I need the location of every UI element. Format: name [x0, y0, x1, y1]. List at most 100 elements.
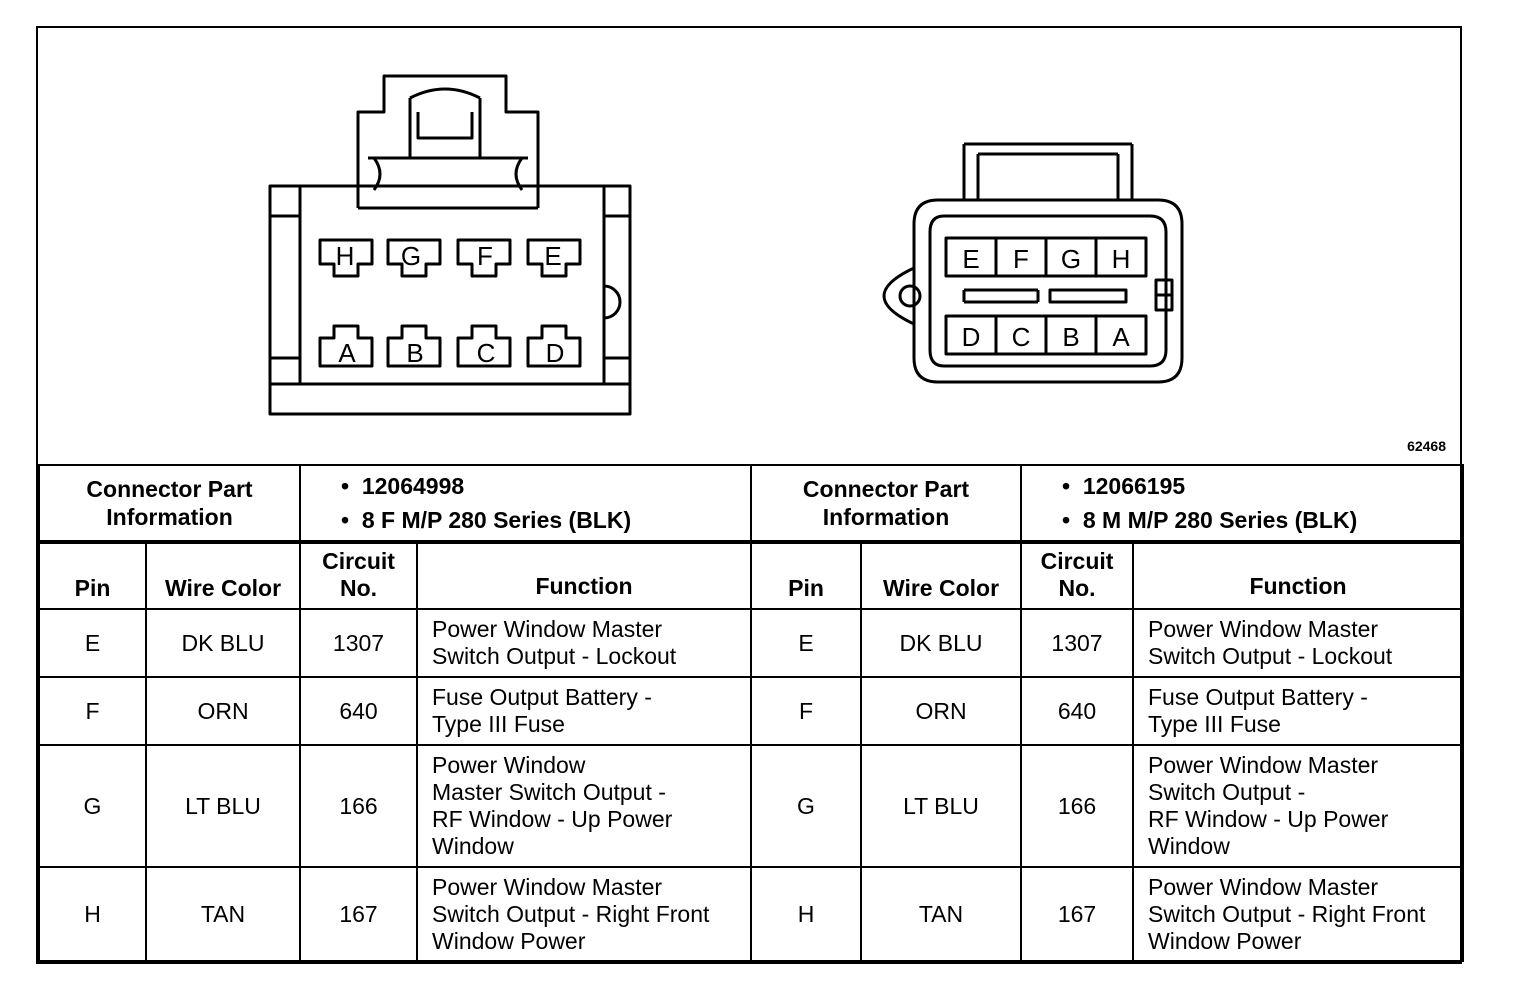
left-top-cavity-1	[386, 238, 442, 278]
pin-cell: F	[38, 676, 147, 746]
left-part-numbers: 12064998 8 F M/P 280 Series (BLK)	[299, 464, 752, 542]
function-line: Power Window Master	[1148, 752, 1379, 778]
left-top-cavity-0	[318, 238, 374, 278]
right-pin-label-E: E	[962, 244, 979, 274]
circuit-header-line2: No.	[339, 575, 378, 601]
wire-color-cell: ORN	[145, 676, 301, 746]
function-line: Switch Output - Lockout	[1148, 643, 1393, 669]
function-line: Power Window Master	[432, 616, 663, 642]
function-line: Fuse Output Battery -	[432, 684, 652, 710]
left-part-info-label: Connector Part Information	[38, 464, 301, 542]
col-function-header: Function	[416, 542, 752, 610]
connector-part-info-row: Connector Part Information 12064998 8 F …	[38, 464, 1464, 542]
left-pin-label-C: C	[477, 338, 496, 368]
wire-color-cell: DK BLU	[145, 608, 301, 678]
function-line: Type III Fuse	[1148, 711, 1281, 737]
figure-number: 62468	[1407, 438, 1446, 454]
function-line: Window Power	[432, 927, 586, 954]
pin-cell: H	[750, 866, 862, 962]
left-top-cavity-2	[456, 238, 512, 278]
col-pin-header: Pin	[38, 542, 147, 610]
right-part-numbers: 12066195 8 M M/P 280 Series (BLK)	[1020, 464, 1464, 542]
circuit-header-line1: Circuit	[322, 548, 395, 574]
function-line: Window	[432, 833, 514, 859]
circuit-cell: 166	[1020, 744, 1134, 868]
left-bottom-cavity-0	[318, 324, 374, 368]
pin-cell: E	[38, 608, 147, 678]
left-part-series: 8 F M/P 280 Series (BLK)	[341, 503, 750, 537]
left-pin-label-D: D	[546, 338, 565, 368]
function-line: Power Window Master	[1148, 873, 1379, 900]
left-pin-label-H: H	[336, 241, 355, 271]
left-part-number: 12064998	[341, 469, 750, 503]
col-pin-header-right: Pin	[750, 542, 862, 610]
function-cell: Fuse Output Battery -Type III Fuse	[1132, 676, 1464, 746]
left-top-cavity-3	[526, 238, 582, 278]
right-pin-label-B: B	[1062, 322, 1079, 352]
function-line: Power Window Master	[432, 873, 663, 900]
wire-color-cell: TAN	[860, 866, 1022, 962]
left-pin-label-F: F	[477, 241, 493, 271]
left-bottom-cavity-1	[386, 324, 442, 368]
circuit-cell: 166	[299, 744, 418, 868]
function-line: Switch Output - Right Front	[432, 900, 710, 927]
pin-cell: E	[750, 608, 862, 678]
function-line: Type III Fuse	[432, 711, 565, 737]
circuit-cell: 167	[299, 866, 418, 962]
function-line: RF Window - Up Power	[432, 806, 673, 832]
right-pin-label-G: G	[1061, 244, 1081, 274]
function-line: Master Switch Output -	[432, 779, 666, 805]
wire-color-cell: ORN	[860, 676, 1022, 746]
table-row: F ORN 640 Fuse Output Battery -Type III …	[38, 676, 1464, 746]
circuit-header-line2-right: No.	[1058, 575, 1096, 601]
left-bottom-cavity-3	[526, 324, 582, 368]
circuit-cell: 167	[1020, 866, 1134, 962]
wire-color-cell: TAN	[145, 866, 301, 962]
left-pin-label-B: B	[406, 338, 423, 368]
right-part-series: 8 M M/P 280 Series (BLK)	[1062, 503, 1462, 537]
pin-cell: F	[750, 676, 862, 746]
wire-color-cell: LT BLU	[145, 744, 301, 868]
col-wire-color-header-right: Wire Color	[860, 542, 1022, 610]
col-function-header-right: Function	[1132, 542, 1464, 610]
function-line: Window Power	[1148, 927, 1302, 954]
left-pin-label-G: G	[401, 241, 421, 271]
connector-drawings: H G F E A B C D E F G H D C B A	[268, 74, 1184, 416]
right-pin-label-F: F	[1013, 244, 1029, 274]
pin-cell: G	[38, 744, 147, 868]
function-cell: Fuse Output Battery -Type III Fuse	[416, 676, 752, 746]
male-connector-drawing	[882, 142, 1184, 384]
circuit-cell: 640	[1020, 676, 1134, 746]
right-pin-label-H: H	[1112, 244, 1131, 274]
circuit-header-line1-right: Circuit	[1040, 548, 1114, 574]
left-pin-label-E: E	[544, 241, 561, 271]
pin-cell: G	[750, 744, 862, 868]
right-pin-label-D: D	[962, 322, 981, 352]
function-line: Switch Output - Lockout	[432, 643, 677, 669]
wire-color-cell: DK BLU	[860, 608, 1022, 678]
right-part-number: 12066195	[1062, 469, 1462, 503]
right-pin-label-C: C	[1012, 322, 1031, 352]
left-bottom-cavity-2	[456, 324, 512, 368]
function-line: Window	[1148, 833, 1230, 859]
pin-cell: H	[38, 866, 147, 962]
female-connector-drawing	[268, 74, 632, 416]
function-line: Power Window Master	[1148, 616, 1379, 642]
left-pin-label-A: A	[338, 338, 356, 368]
circuit-cell: 1307	[1020, 608, 1134, 678]
right-part-info-label: Connector Part Information	[750, 464, 1022, 542]
function-line: Switch Output - Right Front	[1148, 900, 1426, 927]
function-line: Switch Output -	[1148, 779, 1306, 805]
circuit-cell: 1307	[299, 608, 418, 678]
